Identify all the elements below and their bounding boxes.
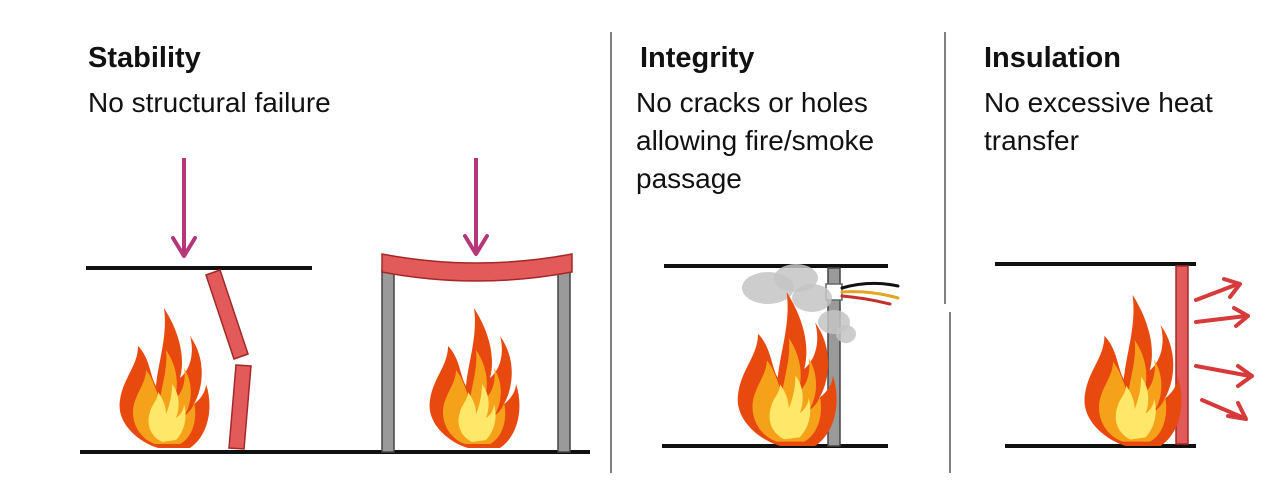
- insulation-description: No excessive heat transfer: [984, 84, 1213, 160]
- insulation-illustration: [995, 262, 1254, 448]
- portal-frame: [381, 253, 573, 453]
- fire-icon: [119, 308, 210, 448]
- stability-description-line: No structural failure: [88, 87, 331, 118]
- smoke-cloud: [742, 264, 856, 343]
- insulation-description-line-2: transfer: [984, 125, 1079, 156]
- cable-bundle: [840, 281, 900, 306]
- fire-icon: [1084, 294, 1182, 446]
- integrity-title: Integrity: [640, 42, 755, 74]
- fire-icon: [429, 308, 520, 448]
- stability-description: No structural failure: [88, 84, 331, 122]
- integrity-description: No cracks or holes allowing fire/smoke p…: [636, 84, 874, 198]
- insulation-title: Insulation: [984, 42, 1121, 74]
- insulation-description-line-1: No excessive heat: [984, 87, 1213, 118]
- heat-arrow-icon: [1200, 398, 1248, 421]
- integrity-illustration: [662, 264, 900, 448]
- integrity-description-line-2: allowing fire/smoke: [636, 125, 875, 156]
- integrity-description-line-3: passage: [636, 163, 742, 194]
- stability-title: Stability: [88, 42, 201, 74]
- load-arrow-icon: [171, 158, 197, 258]
- stability-illustration: [80, 158, 590, 454]
- load-arrow-icon: [463, 158, 489, 256]
- heat-arrow-icon: [1194, 306, 1250, 328]
- integrity-description-line-1: No cracks or holes: [636, 87, 868, 118]
- heat-arrow-icon: [1194, 364, 1254, 388]
- heat-arrow-icon: [1194, 277, 1242, 302]
- failed-column: [205, 269, 252, 450]
